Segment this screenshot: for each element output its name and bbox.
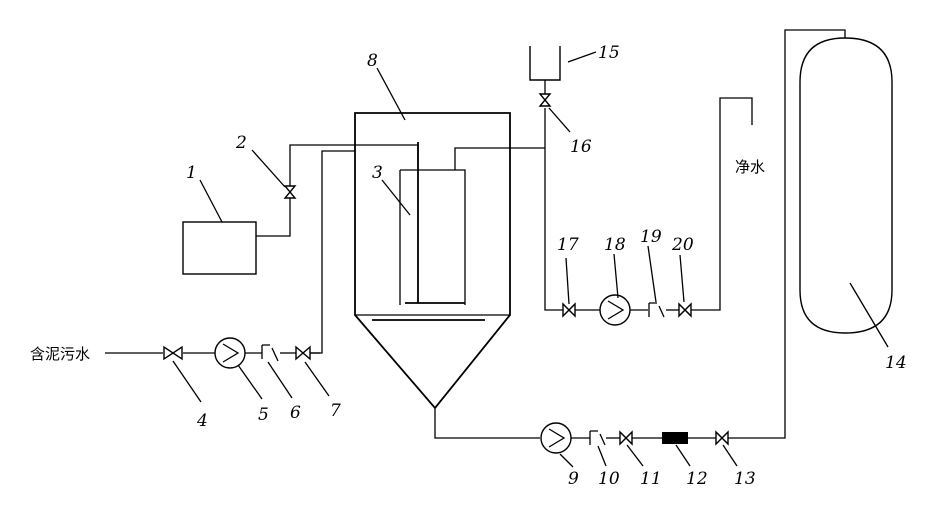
- reagent-tank-15: [529, 46, 561, 81]
- valve-2: [283, 185, 297, 199]
- label-12: 12: [686, 469, 708, 489]
- valve-7: [295, 345, 311, 361]
- check-valve-19: [648, 302, 665, 318]
- storage-vessel: [799, 37, 893, 334]
- inner-cylinder: [372, 142, 485, 321]
- label-20: 20: [671, 235, 694, 255]
- valve-16: [538, 93, 552, 107]
- label-3: 3: [372, 163, 383, 183]
- leader-lines: [172, 51, 889, 468]
- valve-20: [678, 302, 692, 318]
- label-8: 8: [367, 51, 378, 71]
- valve-11: [619, 430, 633, 446]
- inlet-label: 含泥污水: [30, 345, 90, 363]
- settling-tank: [354, 112, 511, 410]
- check-valve-10: [589, 430, 606, 446]
- label-6: 6: [290, 403, 301, 423]
- label-15: 15: [598, 43, 620, 63]
- label-16: 16: [570, 137, 592, 157]
- label-13: 13: [734, 469, 756, 489]
- pump-18: [599, 294, 631, 326]
- label-1: 1: [186, 163, 197, 183]
- label-19: 19: [640, 227, 662, 247]
- label-2: 2: [235, 133, 247, 153]
- pump-5: [214, 337, 246, 369]
- pump-9: [540, 422, 572, 454]
- valve-13: [715, 430, 729, 446]
- label-5: 5: [258, 405, 269, 425]
- label-14: 14: [885, 353, 907, 373]
- label-10: 10: [598, 469, 620, 489]
- valve-4: [163, 345, 183, 361]
- outlet-label: 净水: [735, 158, 765, 176]
- label-4: 4: [196, 411, 208, 431]
- valve-17: [562, 302, 576, 318]
- label-11: 11: [640, 469, 662, 489]
- label-17: 17: [557, 235, 579, 255]
- filter-12: [662, 432, 688, 444]
- label-18: 18: [604, 235, 626, 255]
- label-7: 7: [330, 401, 341, 421]
- dosing-tank: [182, 221, 257, 275]
- check-valve-6: [261, 344, 279, 362]
- label-9: 9: [568, 469, 579, 489]
